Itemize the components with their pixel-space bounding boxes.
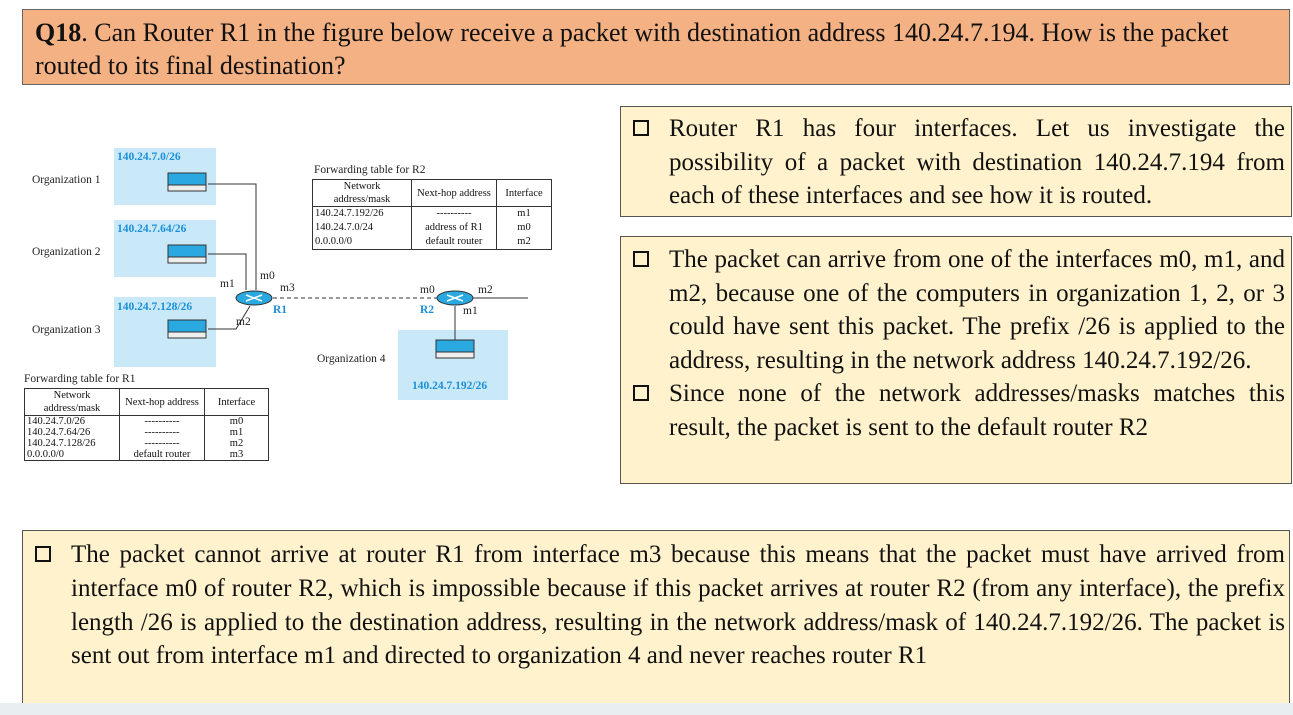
table-cell: m1 [204, 427, 269, 438]
table-header: Network address/mask [24, 388, 120, 416]
table-cell: address of R1 [411, 221, 497, 235]
table-cell: ---------- [119, 415, 205, 427]
subnet-label: 140.24.7.0/26 [117, 151, 181, 163]
host-icon [435, 339, 475, 359]
table-cell: ---------- [119, 438, 205, 449]
bullet-item: Router R1 has four interfaces. Let us in… [621, 112, 1291, 213]
table-row: 140.24.7.192/26 ---------- m1 [312, 206, 552, 221]
forwarding-table-r2: Network address/mask Next-hop address In… [312, 179, 552, 250]
table-cell: 0.0.0.0/0 [24, 449, 120, 461]
r2-m0-label: m0 [420, 284, 435, 296]
bullet-text: The packet cannot arrive at router R1 fr… [71, 541, 1285, 670]
table-r2-caption: Forwarding table for R2 [314, 164, 426, 176]
bullet-text: Since none of the network addresses/mask… [669, 380, 1285, 441]
table-row: 140.24.7.0/24 address of R1 m0 [312, 221, 552, 235]
bottom-scroll-strip [0, 703, 1293, 715]
r1-m3-label: m3 [280, 282, 295, 294]
table-cell: 140.24.7.128/26 [24, 438, 120, 449]
network-figure: Organization 1 Organization 2 Organizati… [18, 140, 578, 485]
table-cell: m0 [496, 221, 552, 235]
bullet-text: The packet can arrive from one of the in… [669, 246, 1285, 374]
r1-m2-label: m2 [236, 316, 251, 328]
table-header: Next-hop address [119, 388, 205, 416]
router-r1-icon [235, 290, 273, 306]
table-header: Next-hop address [411, 179, 497, 207]
table-cell: 140.24.7.64/26 [24, 427, 120, 438]
forwarding-table-r1: Network address/mask Next-hop address In… [24, 388, 269, 461]
table-header: Network address/mask [312, 179, 412, 207]
org2-label: Organization 2 [32, 246, 101, 258]
table-cell: default router [411, 235, 497, 250]
checkbox-bullet-icon [633, 385, 649, 401]
table-cell: m2 [204, 438, 269, 449]
table-row: 140.24.7.0/26 ---------- m0 [24, 415, 269, 427]
table-cell: m1 [496, 206, 552, 221]
org3-label: Organization 3 [32, 324, 101, 336]
r2-name-label: R2 [420, 304, 435, 316]
answer-box-2: The packet can arrive from one of the in… [620, 236, 1292, 484]
host-icon [167, 172, 207, 192]
table-row: 140.24.7.128/26 ---------- m2 [24, 438, 269, 449]
table-cell: 0.0.0.0/0 [312, 235, 412, 250]
table-row: 0.0.0.0/0 default router m3 [24, 449, 269, 461]
r2-m1-label: m1 [463, 305, 478, 317]
subnet-label: 140.24.7.64/26 [117, 223, 187, 235]
question-box: Q18. Can Router R1 in the figure below r… [22, 9, 1290, 85]
table-row: 0.0.0.0/0 default router m2 [312, 235, 552, 250]
subnet-label: 140.24.7.128/26 [117, 301, 193, 313]
bullet-item: Since none of the network addresses/mask… [621, 377, 1291, 444]
table-cell: m3 [204, 449, 269, 461]
bullet-item: The packet can arrive from one of the in… [621, 243, 1291, 377]
r1-m0-label: m0 [260, 270, 275, 282]
r1-m1-label: m1 [220, 278, 235, 290]
host-icon [167, 244, 207, 264]
table-cell: 140.24.7.0/26 [24, 415, 120, 427]
question-number: Q18 [35, 18, 82, 47]
bullet-item: The packet cannot arrive at router R1 fr… [23, 538, 1289, 673]
org1-label: Organization 1 [32, 174, 101, 186]
question-text: . Can Router R1 in the figure below rece… [35, 18, 1229, 80]
checkbox-bullet-icon [35, 546, 51, 562]
table-cell: ---------- [411, 206, 497, 221]
table-cell: 140.24.7.0/24 [312, 221, 412, 235]
table-cell: default router [119, 449, 205, 461]
table-r1-caption: Forwarding table for R1 [24, 373, 136, 385]
r2-m2-label: m2 [478, 284, 493, 296]
host-icon [167, 319, 207, 339]
answer-box-3: The packet cannot arrive at router R1 fr… [22, 530, 1290, 705]
table-header: Interface [204, 388, 269, 416]
answer-box-1: Router R1 has four interfaces. Let us in… [620, 106, 1292, 217]
table-row: 140.24.7.64/26 ---------- m1 [24, 427, 269, 438]
network-lines [167, 172, 528, 359]
table-cell: 140.24.7.192/26 [312, 206, 412, 221]
r1-name-label: R1 [273, 304, 288, 316]
router-r2-icon [436, 290, 474, 306]
table-cell: m0 [204, 415, 269, 427]
checkbox-bullet-icon [633, 251, 649, 267]
table-cell: ---------- [119, 427, 205, 438]
bullet-text: Router R1 has four interfaces. Let us in… [669, 115, 1285, 209]
table-cell: m2 [496, 235, 552, 250]
org4-label: Organization 4 [317, 353, 386, 365]
checkbox-bullet-icon [633, 120, 649, 136]
table-header: Interface [496, 179, 552, 207]
subnet-label: 140.24.7.192/26 [412, 380, 488, 392]
